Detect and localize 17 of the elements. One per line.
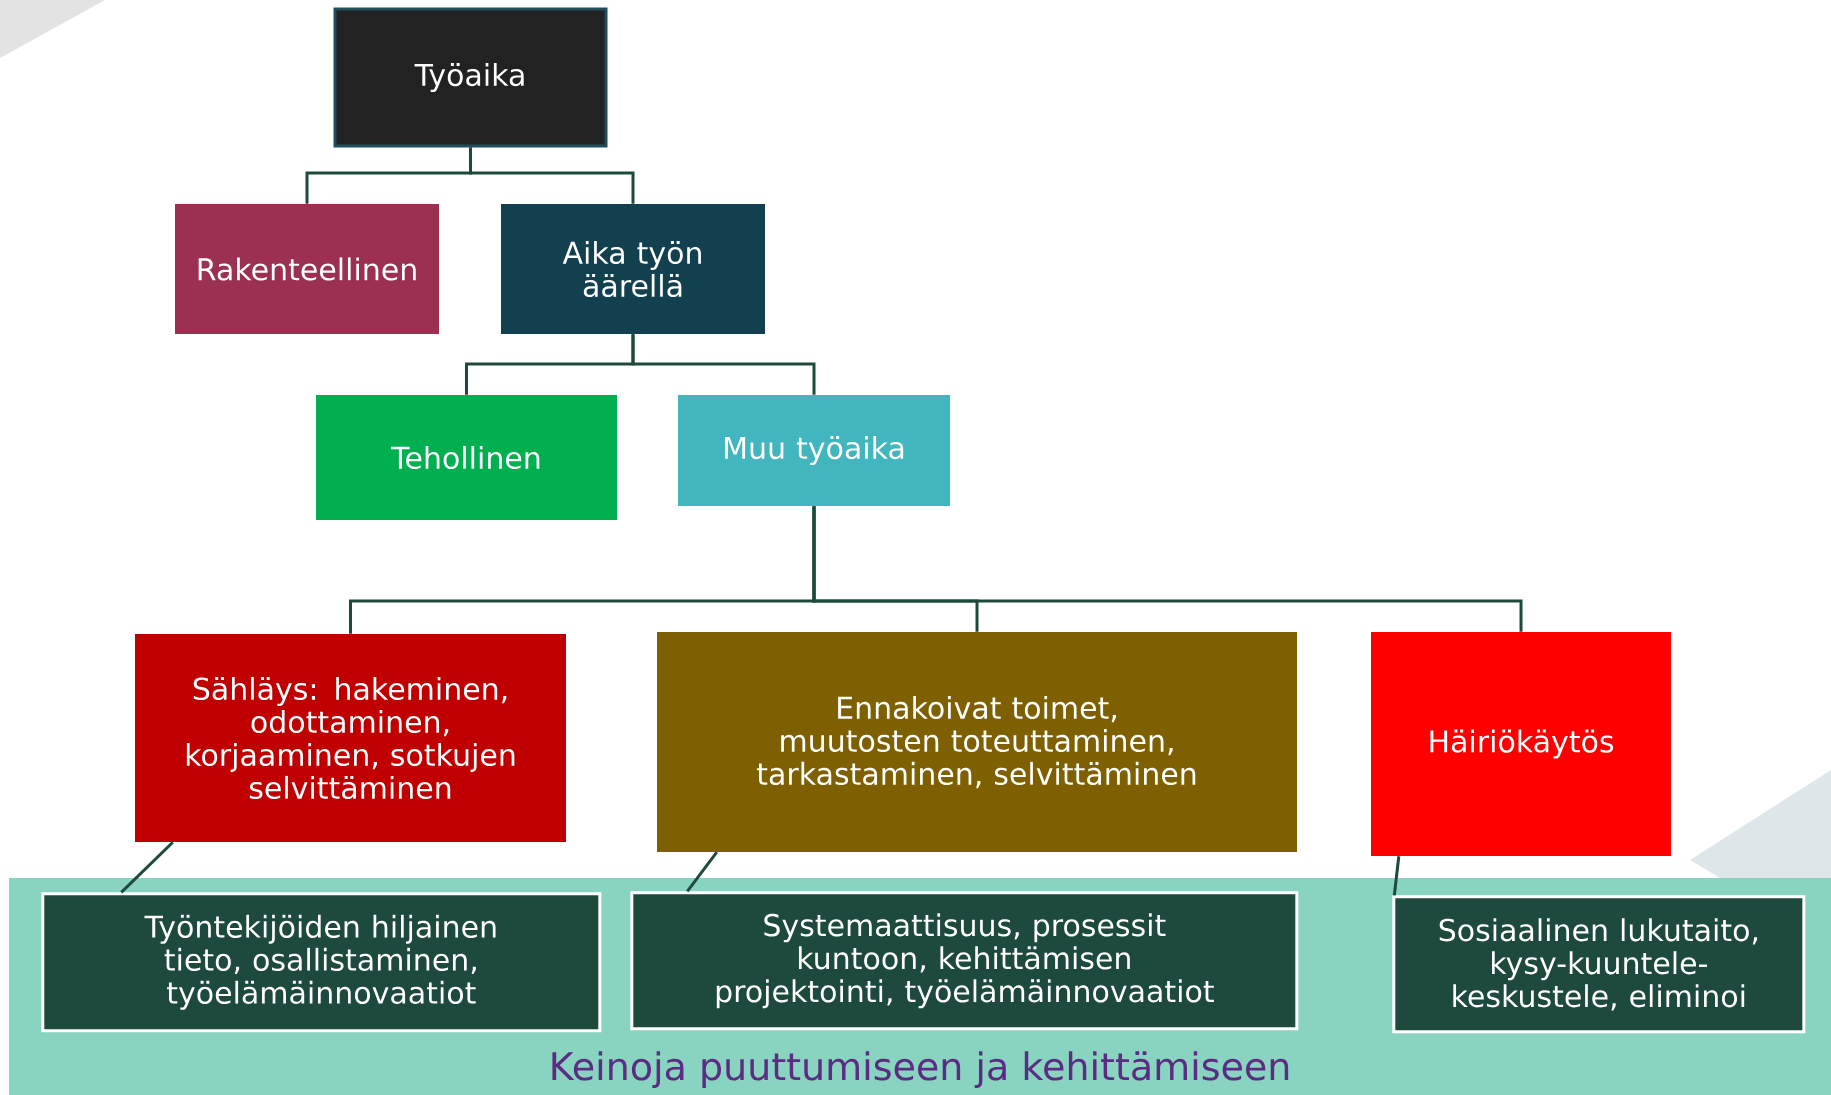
connector-line <box>812 506 1523 632</box>
category-box: Ennakoivat toimet, muutosten toteuttaminen, tarkastaminen, selvittäminen <box>657 632 1297 852</box>
category-box: Muu työaika <box>678 395 950 506</box>
title-box: Työaika <box>333 7 608 148</box>
leader-line <box>120 841 174 894</box>
solution-box: Sosiaalinen lukutaito, kysy-kuuntele-keskustele, eliminoi <box>1392 895 1806 1034</box>
connector-line <box>469 147 635 204</box>
category-box: Tehollinen <box>316 395 617 520</box>
connector-line <box>631 334 816 395</box>
leader-line <box>686 851 718 893</box>
solution-box: Työntekijöiden hiljainen tieto, osallistaminen, työelämäinnovaatiot <box>41 892 602 1033</box>
category-box: Häiriökäytös <box>1371 632 1671 856</box>
category-box: Sähläys: hakeminen, odottaminen, korjaaminen, sotkujen selvittäminen <box>135 634 566 842</box>
solution-box: Systemaattisuus, prosessit kuntoon, kehittämisen projektointi, työelämäinnovaatiot <box>630 891 1299 1031</box>
category-box: Aika työn äärellä <box>501 204 765 334</box>
category-box: Rakenteellinen <box>175 204 439 334</box>
leader-line <box>1392 856 1401 896</box>
